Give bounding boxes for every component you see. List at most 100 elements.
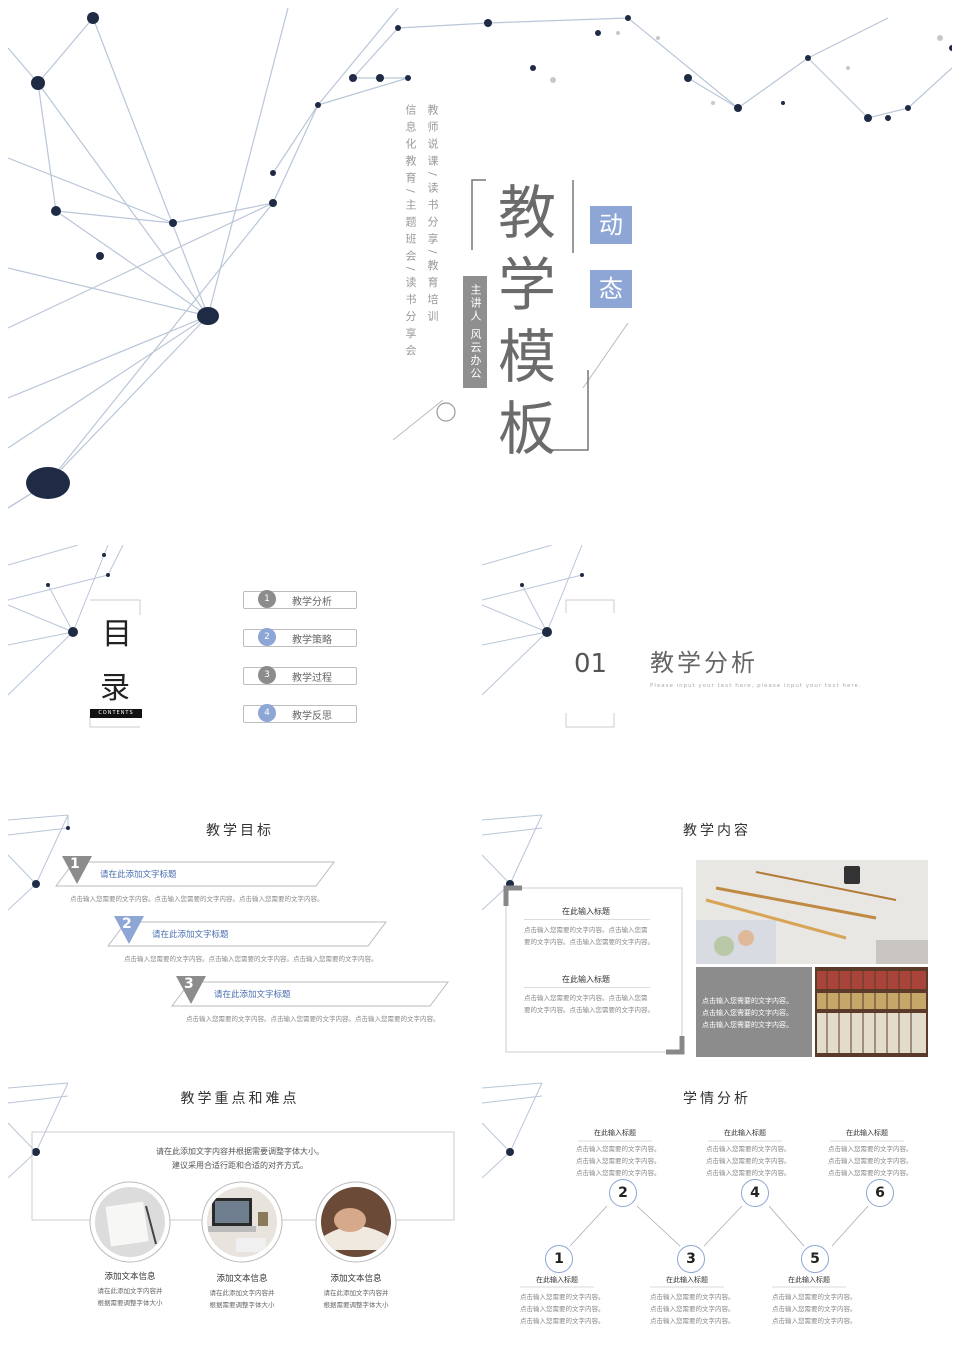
network-graphic-small [8, 545, 141, 728]
brushes-photo [696, 860, 928, 964]
goal-text-3: 点击输入您需要的文字内容。点击输入您需要的文字内容。点击输入您需要的文字内容。 [186, 1015, 440, 1023]
step-heading-1: 在此输入标题 [536, 1276, 578, 1284]
keypoint-line-3b: 根据需要调整字体大小 [323, 1301, 389, 1309]
toc-label-2: 教学策略 [292, 635, 332, 646]
keypoints-intro-1: 请在此添加文字内容并根据需要调整字体大小。 [156, 1147, 324, 1156]
goal-heading-1: 请在此添加文字标题 [100, 870, 177, 880]
network-graphic-small [482, 545, 615, 728]
step-line-2c: 点击输入您需要的文字内容。 [576, 1169, 661, 1177]
gray-line-3: 点击输入您需要的文字内容。 [702, 1021, 793, 1029]
goal-heading-3: 请在此添加文字标题 [214, 990, 291, 1000]
cover-column-1: 信息化教育/主题班会/读书分享会 [404, 104, 417, 362]
step-line-1a: 点击输入您需要的文字内容。 [520, 1293, 605, 1301]
step-line-5a: 点击输入您需要的文字内容。 [772, 1293, 857, 1301]
content-line-2b: 要的文字内容。点击输入您需要的文字内容。 [524, 1006, 654, 1014]
goal-text-1: 点击输入您需要的文字内容。点击输入您需要的文字内容。点击输入您需要的文字内容。 [70, 895, 324, 903]
toc-title-1: 目 [102, 617, 132, 652]
cover-slide: 信息化教育/主题班会/读书分享会 教师说课/读书分享/教育培训 主讲人 风云办公… [8, 8, 952, 520]
goals-title: 教学目标 [206, 823, 274, 839]
gray-line-2: 点击输入您需要的文字内容。 [702, 1009, 793, 1017]
title-char-4: 板 [498, 395, 557, 463]
keypoints-slide: 教学重点和难点 请在此添加文字内容并根据需要调整字体大小。 建议采用合适行距和合… [8, 1078, 472, 1344]
keypoint-line-1a: 请在此添加文字内容并 [97, 1287, 163, 1295]
step-line-2b: 点击输入您需要的文字内容。 [576, 1157, 661, 1165]
goals-slide: 教学目标 1 请在此添加文字标题 点击输入您需要的文字内容。点击输入您需要的文字… [8, 810, 472, 1055]
keypoint-line-1b: 根据需要调整字体大小 [97, 1299, 163, 1307]
toc-slide: 目 录 CONTENTS 1 教学分析 2 教学策略 3 教学过程 4 教学反思 [8, 545, 472, 800]
step-circle-6: 6 [866, 1179, 894, 1207]
keypoint-line-3a: 请在此添加文字内容并 [323, 1289, 389, 1297]
contents-label: CONTENTS [90, 709, 142, 718]
keypoint-line-2b: 根据需要调整字体大小 [209, 1301, 275, 1309]
step-circle-1: 1 [545, 1245, 573, 1273]
gray-text-box [696, 967, 812, 1057]
step-circle-2: 2 [609, 1179, 637, 1207]
step-heading-6: 在此输入标题 [846, 1129, 888, 1137]
keypoints-title: 教学重点和难点 [180, 1091, 300, 1107]
toc-num-1: 1 [258, 590, 276, 608]
analysis-title: 学情分析 [683, 1091, 751, 1107]
speaker-label: 主讲人 风云办公 [469, 284, 482, 381]
keypoint-heading-2: 添加文本信息 [216, 1274, 268, 1284]
goal-num-2: 2 [122, 916, 132, 932]
step-line-1c: 点击输入您需要的文字内容。 [520, 1317, 605, 1325]
keypoint-heading-3: 添加文本信息 [330, 1274, 382, 1284]
content-divider-2 [524, 987, 650, 988]
step-line-5c: 点击输入您需要的文字内容。 [772, 1317, 857, 1325]
step-line-3a: 点击输入您需要的文字内容。 [650, 1293, 735, 1301]
tag-char-2: 态 [590, 270, 632, 308]
goal-heading-2: 请在此添加文字标题 [152, 930, 229, 940]
notebook-photo [95, 1187, 165, 1257]
keypoints-intro-2: 建议采用合适行距和合适的对齐方式。 [172, 1161, 308, 1170]
gray-line-1: 点击输入您需要的文字内容。 [702, 997, 793, 1005]
step-circle-4: 4 [741, 1179, 769, 1207]
content-heading-2: 在此输入标题 [562, 975, 610, 984]
step-heading-2: 在此输入标题 [594, 1129, 636, 1137]
keypoint-heading-1: 添加文本信息 [104, 1272, 156, 1282]
keypoint-line-2a: 请在此添加文字内容并 [209, 1289, 275, 1297]
section-slide: 01 教学分析 Please input your text here, ple… [482, 545, 952, 800]
toc-item-2[interactable]: 2 教学策略 [243, 628, 357, 647]
tag-char-1: 动 [590, 206, 632, 244]
toc-label-4: 教学反思 [292, 711, 332, 722]
book-photo [321, 1187, 391, 1257]
step-line-5b: 点击输入您需要的文字内容。 [772, 1305, 857, 1313]
toc-label-1: 教学分析 [292, 597, 332, 608]
title-char-2: 学 [498, 251, 557, 319]
toc-num-3: 3 [258, 666, 276, 684]
toc-item-1[interactable]: 1 教学分析 [243, 590, 357, 609]
laptop-photo [207, 1187, 277, 1257]
step-line-1b: 点击输入您需要的文字内容。 [520, 1305, 605, 1313]
step-line-6b: 点击输入您需要的文字内容。 [828, 1157, 913, 1165]
step-line-6c: 点击输入您需要的文字内容。 [828, 1169, 913, 1177]
toc-num-4: 4 [258, 704, 276, 722]
content-title: 教学内容 [683, 823, 751, 839]
bookshelf-photo [815, 967, 928, 1057]
step-line-6a: 点击输入您需要的文字内容。 [828, 1145, 913, 1153]
title-char-3: 模 [498, 323, 557, 391]
step-heading-4: 在此输入标题 [724, 1129, 766, 1137]
goal-text-2: 点击输入您需要的文字内容。点击输入您需要的文字内容。点击输入您需要的文字内容。 [124, 955, 378, 963]
step-line-4c: 点击输入您需要的文字内容。 [706, 1169, 791, 1177]
step-circle-5: 5 [801, 1245, 829, 1273]
content-line-1a: 点击输入您需要的文字内容。点击输入您需 [524, 926, 648, 934]
speaker-tag [463, 276, 487, 388]
step-line-3b: 点击输入您需要的文字内容。 [650, 1305, 735, 1313]
content-heading-1: 在此输入标题 [562, 907, 610, 916]
content-divider-1 [524, 919, 650, 920]
cover-column-2: 教师说课/读书分享/教育培训 [426, 104, 439, 328]
toc-label-3: 教学过程 [292, 673, 332, 684]
goal-num-3: 3 [184, 976, 194, 992]
analysis-graphic [482, 1082, 904, 1288]
toc-num-2: 2 [258, 628, 276, 646]
goal-num-1: 1 [70, 856, 80, 872]
analysis-slide: 学情分析 在此输入标题 点击输入您需要的文字内容。 点击输入您需要的文字内容。 … [482, 1078, 952, 1344]
content-line-1b: 要的文字内容。点击输入您需要的文字内容。 [524, 938, 654, 946]
toc-item-4[interactable]: 4 教学反思 [243, 704, 357, 723]
step-line-4b: 点击输入您需要的文字内容。 [706, 1157, 791, 1165]
section-subtitle: Please input your text here, please inpu… [650, 683, 862, 689]
step-heading-3: 在此输入标题 [666, 1276, 708, 1284]
toc-title-2: 录 [100, 671, 130, 706]
toc-item-3[interactable]: 3 教学过程 [243, 666, 357, 685]
step-line-3c: 点击输入您需要的文字内容。 [650, 1317, 735, 1325]
